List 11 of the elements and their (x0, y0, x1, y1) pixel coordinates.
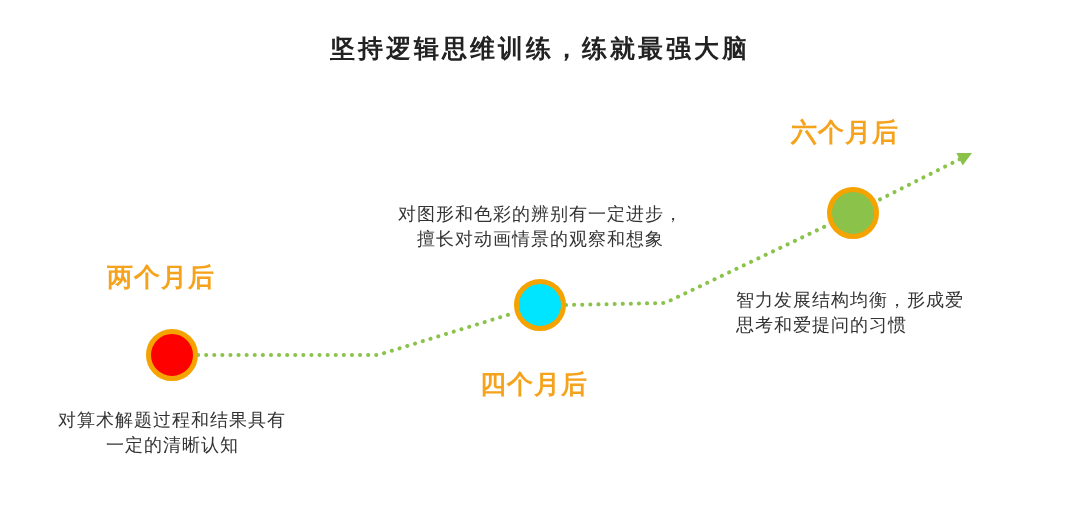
title: 坚持逻辑思维训练，练就最强大脑 (329, 33, 751, 65)
arrow (878, 151, 974, 202)
milestone-description: 智力发展结构均衡，形成爱思考和爱提问的习惯 (736, 288, 965, 337)
milestone-description: 对算术解题过程和结果具有一定的清晰认知 (57, 408, 287, 457)
milestone-circle (514, 279, 566, 331)
milestone-circle (146, 329, 198, 381)
milestone-description: 对图形和色彩的辨别有一定进步，擅长对动画情景的观察和想象 (396, 202, 684, 251)
milestone-circle (827, 187, 879, 239)
milestone-heading: 四个月后 (480, 368, 588, 401)
milestone-heading: 两个月后 (107, 261, 215, 294)
milestone-heading: 六个月后 (791, 116, 899, 149)
